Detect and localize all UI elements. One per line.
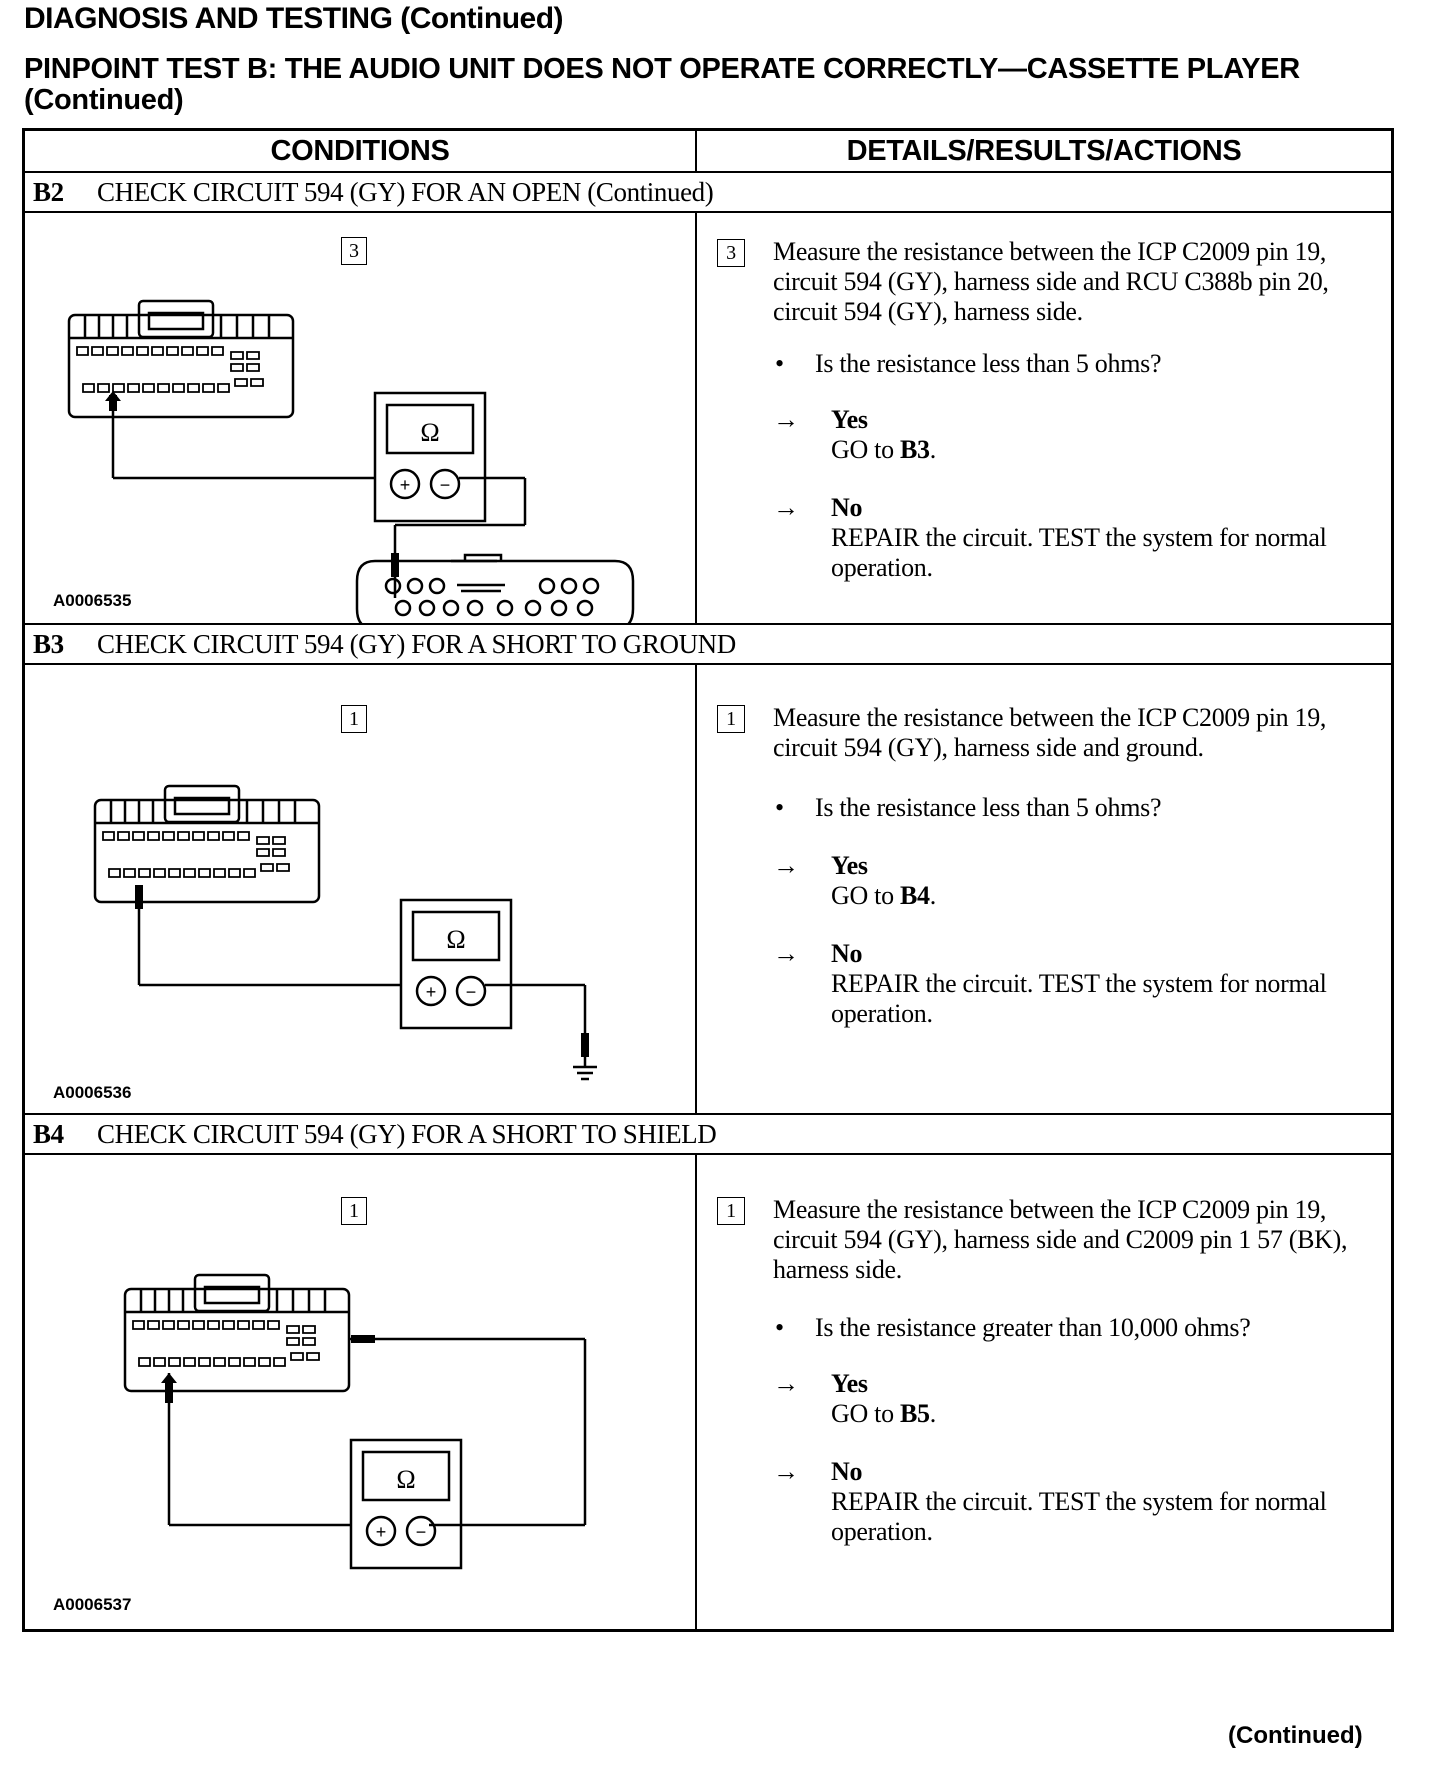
wiring-diagram: Ω + −: [93, 784, 597, 1081]
no-label: No: [831, 939, 863, 968]
plus-terminal: +: [400, 475, 411, 495]
section-id: B3: [33, 629, 64, 659]
section-title: CHECK CIRCUIT 594 (GY) FOR AN OPEN (Cont…: [97, 177, 714, 207]
conditions-cell: 1: [25, 1155, 697, 1629]
icp-connector: [93, 798, 321, 904]
ohmmeter: [399, 898, 513, 1030]
question-text: Is the resistance less than 5 ohms?: [815, 349, 1162, 378]
step-marker: 1: [717, 1197, 745, 1225]
question-text: Is the resistance less than 5 ohms?: [815, 793, 1162, 822]
figure-id: A0006536: [53, 1083, 132, 1102]
question: • Is the resistance greater than 10,000 o…: [775, 1313, 1251, 1343]
figure-id: A0006537: [53, 1595, 132, 1614]
step-marker: 1: [717, 705, 745, 733]
wiring-diagram: Ω + −: [67, 299, 635, 623]
instruction-text: Measure the resistance between the ICP C…: [773, 703, 1327, 762]
bullet: •: [775, 349, 784, 378]
ohm-symbol: Ω: [446, 925, 465, 954]
conditions-cell: 3: [25, 213, 697, 623]
rcu-connector: [355, 559, 635, 623]
yes-action: GO to B4.: [831, 881, 936, 910]
yes-label: Yes: [831, 851, 868, 880]
section-title: CHECK CIRCUIT 594 (GY) FOR A SHORT TO GR…: [97, 629, 736, 659]
minus-terminal: −: [466, 982, 477, 1002]
icp-connector: [67, 313, 295, 419]
bullet: •: [775, 1313, 784, 1342]
no-label: No: [831, 493, 863, 522]
test-row-b3: 1: [25, 665, 1391, 1115]
no-action: REPAIR the circuit. TEST the system for …: [831, 969, 1327, 1028]
yes-action: GO to B3.: [831, 435, 936, 464]
ohm-symbol: Ω: [420, 418, 439, 447]
plus-terminal: +: [376, 1522, 387, 1542]
test-row-b2: 3: [25, 213, 1391, 625]
minus-terminal: −: [416, 1522, 427, 1542]
details-cell: 1 Measure the resistance between the ICP…: [697, 665, 1391, 1113]
instruction-text: Measure the resistance between the ICP C…: [773, 1195, 1348, 1284]
section-title-b2: B2 CHECK CIRCUIT 594 (GY) FOR AN OPEN (Co…: [25, 173, 1391, 213]
details-cell: 3 Measure the resistance between the ICP…: [697, 213, 1391, 623]
continued-footer: (Continued): [1228, 1722, 1363, 1749]
no-action: REPAIR the circuit. TEST the system for …: [831, 523, 1327, 582]
yes-label: Yes: [831, 1369, 868, 1398]
conditions-cell: 1: [25, 665, 697, 1113]
figure-id: A0006535: [53, 591, 132, 610]
section-id: B4: [33, 1119, 64, 1149]
minus-terminal: −: [440, 475, 451, 495]
arrow-icon: →: [773, 1369, 799, 1398]
test-row-b4: 1: [25, 1155, 1391, 1629]
arrow-icon: →: [773, 1457, 799, 1486]
wiring-diagram: Ω + −: [123, 1273, 587, 1570]
no-action: REPAIR the circuit. TEST the system for …: [831, 1487, 1327, 1546]
instruction-text: Measure the resistance between the ICP C…: [773, 237, 1329, 326]
question: • Is the resistance less than 5 ohms?: [775, 349, 1162, 379]
ohmmeter: [373, 391, 487, 523]
arrow-icon: →: [773, 939, 799, 968]
section-title-b3: B3 CHECK CIRCUIT 594 (GY) FOR A SHORT TO …: [25, 625, 1391, 665]
details-cell: 1 Measure the resistance between the ICP…: [697, 1155, 1391, 1629]
yes-label: Yes: [831, 405, 868, 434]
column-header-details: DETAILS/RESULTS/ACTIONS: [846, 135, 1242, 167]
arrow-icon: →: [773, 405, 799, 434]
step-marker: 3: [341, 237, 367, 265]
page-subheading: PINPOINT TEST B: THE AUDIO UNIT DOES NOT…: [24, 53, 1300, 116]
question: • Is the resistance less than 5 ohms?: [775, 793, 1162, 823]
yes-action: GO to B5.: [831, 1399, 936, 1428]
arrow-icon: →: [773, 851, 799, 880]
section-title-b4: B4 CHECK CIRCUIT 594 (GY) FOR A SHORT TO …: [25, 1115, 1391, 1155]
plus-terminal: +: [426, 982, 437, 1002]
step-marker: 1: [341, 1197, 367, 1225]
page-heading: DIAGNOSIS AND TESTING (Continued): [24, 2, 564, 35]
section-title: CHECK CIRCUIT 594 (GY) FOR A SHORT TO SH…: [97, 1119, 717, 1149]
no-label: No: [831, 1457, 863, 1486]
arrow-icon: →: [773, 493, 799, 522]
step-marker: 1: [341, 705, 367, 733]
table-header: CONDITIONS DETAILS/RESULTS/ACTIONS: [25, 131, 1391, 173]
bullet: •: [775, 793, 784, 822]
step-marker: 3: [717, 239, 745, 267]
column-header-conditions: CONDITIONS: [25, 131, 697, 171]
ohmmeter: [349, 1438, 463, 1570]
ohm-symbol: Ω: [396, 1465, 415, 1494]
section-id: B2: [33, 177, 64, 207]
question-text: Is the resistance greater than 10,000 oh…: [815, 1313, 1251, 1342]
